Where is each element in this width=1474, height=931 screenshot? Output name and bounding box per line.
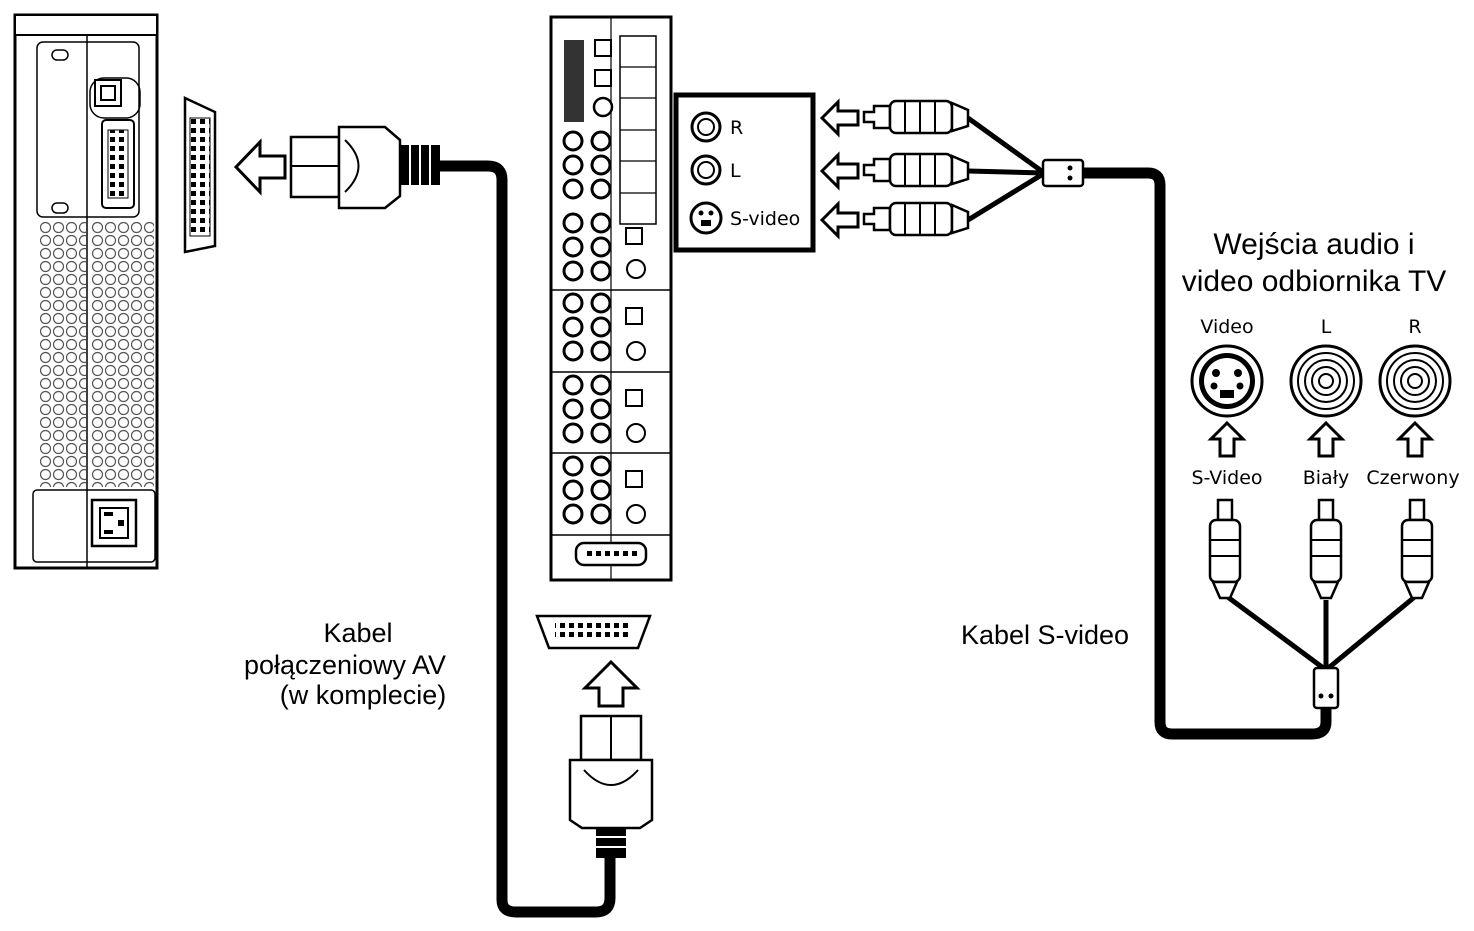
panel-label-l: L (730, 160, 741, 182)
tv-inputs-heading-line1: Wejścia audio i (1213, 228, 1414, 261)
av-cable-label-line3: (w komplecie) (280, 680, 447, 710)
av-connector-socket-box (535, 614, 652, 650)
arrow-left-to-console (233, 138, 287, 196)
game-console (13, 13, 159, 570)
tv-jack-top-label-r: R (1408, 316, 1421, 338)
av-cable (440, 160, 616, 918)
tv-jack-svideo (1190, 344, 1264, 418)
tv-jack-l (1289, 344, 1363, 418)
av-cable-label-line2: połączeniowy AV (244, 650, 446, 680)
svideo-splitter-bottom (1312, 666, 1340, 710)
tv-inputs-heading-line2: video odbiornika TV (1182, 265, 1447, 298)
tv-jack-r (1378, 344, 1452, 418)
tv-jack-arrows (1207, 420, 1435, 458)
jack-svideo (689, 201, 723, 235)
tv-jack-bottom-label-svideo: S-Video (1191, 467, 1262, 489)
av-cable-plug-bottom (568, 714, 654, 858)
panel-inputs-box: R L S-video (673, 92, 816, 253)
tv-jack-bottom-label-red: Czerwony (1366, 467, 1459, 489)
svideo-cable-label: Kabel S-video (961, 620, 1129, 650)
arrow-up-to-box (581, 659, 641, 708)
svideo-splitter-top (1041, 158, 1085, 188)
panel-input-arrows (819, 98, 860, 240)
panel-label-svideo: S-video (730, 208, 800, 230)
svideo-cable (966, 115, 1419, 740)
av-connector-socket-console (183, 96, 217, 254)
svideo-cable-plugs-tv-side (1208, 498, 1434, 600)
plug-grip-lines (904, 101, 936, 235)
av-cable-plug-top (289, 125, 440, 210)
tv-jack-top-label-video: Video (1200, 316, 1253, 338)
switch-box-rear-panel (549, 15, 673, 582)
tv-plug-grip-lines (1210, 539, 1432, 557)
av-cable-label-line1: Kabel (323, 618, 392, 648)
svideo-cable-plugs-panel-side (862, 99, 970, 237)
tv-jack-bottom-label-white: Biały (1303, 467, 1350, 489)
tv-jack-top-label-l: L (1321, 316, 1332, 338)
panel-label-r: R (730, 117, 743, 139)
